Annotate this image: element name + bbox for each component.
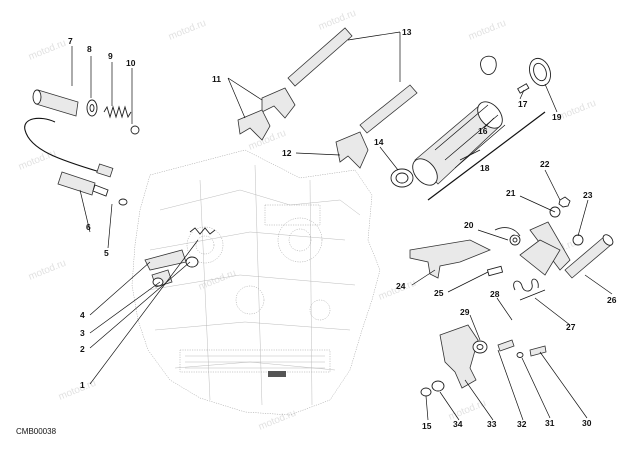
part-fork-shafts bbox=[287, 27, 418, 134]
callout-27: 27 bbox=[566, 322, 576, 332]
callout-10: 10 bbox=[126, 58, 136, 68]
watermark: motod.ru bbox=[557, 98, 598, 123]
leader-lines bbox=[71, 31, 613, 421]
callout-19: 19 bbox=[552, 112, 562, 122]
watermark: motod.ru bbox=[317, 8, 358, 33]
callout-33: 33 bbox=[487, 419, 497, 429]
watermark: motod.ru bbox=[197, 268, 238, 293]
part-return-spring bbox=[513, 278, 546, 301]
callout-29: 29 bbox=[460, 307, 470, 317]
callout-26: 26 bbox=[607, 295, 617, 305]
callout-28: 28 bbox=[490, 289, 500, 299]
callout-11: 11 bbox=[212, 74, 221, 84]
callout-1: 1 bbox=[80, 380, 85, 390]
callout-7: 7 bbox=[68, 36, 73, 46]
part-plunger-set bbox=[32, 89, 140, 135]
callout-5: 5 bbox=[104, 248, 109, 258]
callout-23: 23 bbox=[583, 190, 593, 200]
callout-16: 16 bbox=[478, 126, 488, 136]
part-selector-drum bbox=[390, 55, 551, 201]
part-left-fasteners bbox=[144, 227, 216, 288]
part-neutral-sensor bbox=[24, 117, 128, 206]
watermark: motod.ru bbox=[167, 18, 208, 43]
part-selector-forks bbox=[237, 87, 369, 169]
callout-13: 13 bbox=[402, 27, 412, 37]
callout-31: 31 bbox=[545, 418, 555, 428]
callout-labels: 7 8 9 10 6 5 4 3 2 1 11 12 13 14 16 17 1… bbox=[68, 27, 617, 431]
callout-9: 9 bbox=[108, 51, 113, 61]
callout-22: 22 bbox=[540, 159, 550, 169]
part-shift-shaft bbox=[409, 196, 614, 279]
drawing-code: CMB00038 bbox=[16, 427, 57, 436]
callout-30: 30 bbox=[582, 418, 592, 428]
callout-34: 34 bbox=[453, 419, 463, 429]
casing-label-plate bbox=[268, 371, 286, 377]
crankcase-ghost bbox=[131, 149, 381, 416]
callout-18: 18 bbox=[480, 163, 490, 173]
callout-4: 4 bbox=[80, 310, 85, 320]
callout-17: 17 bbox=[518, 99, 528, 109]
watermark: motod.ru bbox=[27, 258, 68, 283]
callout-21: 21 bbox=[506, 188, 516, 198]
watermark: motod.ru bbox=[257, 408, 298, 433]
callout-6: 6 bbox=[86, 222, 91, 232]
watermark: motod.ru bbox=[467, 18, 508, 43]
watermark: motod.ru bbox=[17, 148, 58, 173]
callout-25: 25 bbox=[434, 288, 444, 298]
callout-3: 3 bbox=[80, 328, 85, 338]
callout-2: 2 bbox=[80, 344, 85, 354]
callout-20: 20 bbox=[464, 220, 474, 230]
callout-14: 14 bbox=[374, 137, 384, 147]
watermark: motod.ru bbox=[27, 38, 68, 63]
callout-32: 32 bbox=[517, 419, 527, 429]
callout-8: 8 bbox=[87, 44, 92, 54]
callout-12: 12 bbox=[282, 148, 292, 158]
callout-15: 15 bbox=[422, 421, 432, 431]
callout-24: 24 bbox=[396, 281, 406, 291]
part-stopper-lever bbox=[420, 324, 547, 397]
